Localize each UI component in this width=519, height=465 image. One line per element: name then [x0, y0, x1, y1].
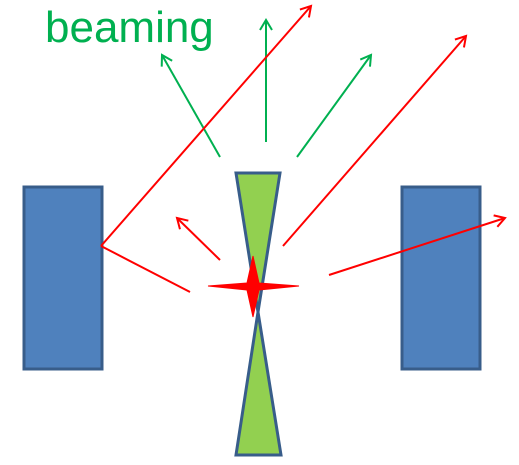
green-arrow-right	[296, 53, 373, 158]
red-ray-to-left-block	[100, 245, 191, 293]
burst-star-icon	[207, 255, 300, 318]
right-block	[400, 185, 482, 371]
red-arrow-right	[328, 214, 507, 276]
red-long-arrow-upper-right	[282, 34, 468, 247]
red-reflected-arrow	[100, 4, 313, 247]
lower-cone	[234, 311, 283, 457]
left-block	[22, 185, 104, 371]
upper-cone	[234, 171, 282, 313]
green-arrow-left	[160, 53, 221, 158]
beaming-label: beaming	[45, 3, 214, 52]
red-short-arrow-left	[175, 216, 221, 261]
